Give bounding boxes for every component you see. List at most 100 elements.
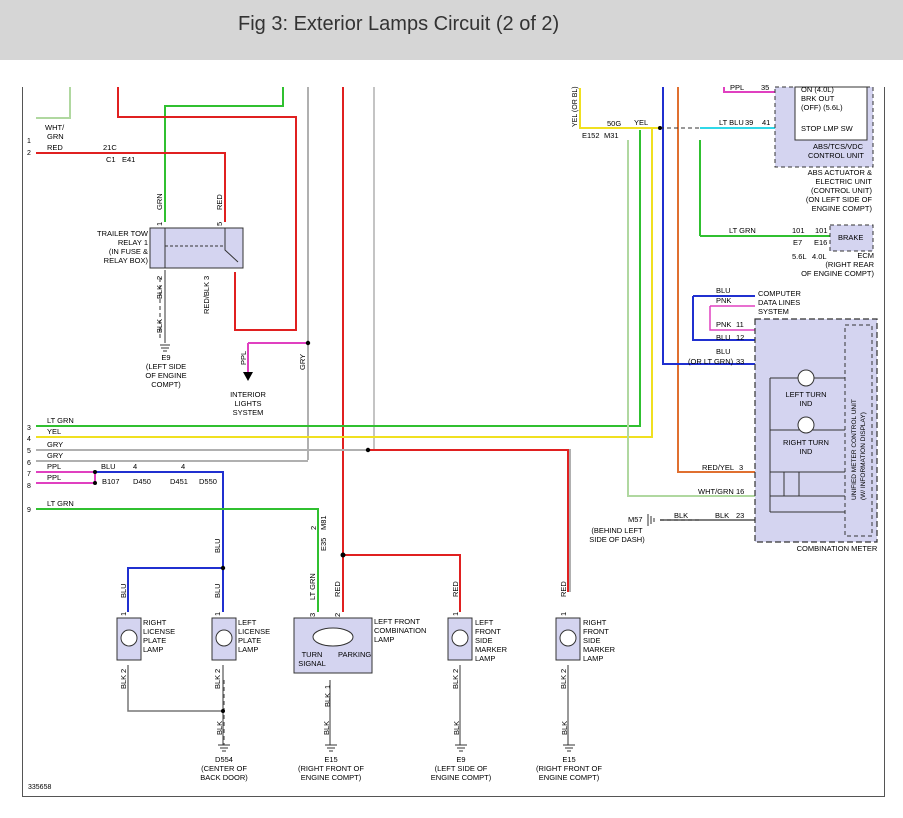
label-lamps-lfc: LAMP [374,635,394,644]
label-ecm-label: ECM [857,251,874,260]
label-grounds-d554: BACK DOOR) [200,773,248,782]
lamp-bulbs [120,627,577,647]
label-connectors-e35: E35 [319,538,328,551]
label-data_lines-blu: BLU [716,286,731,295]
label-data_lines-pnk2: PNK [716,320,731,329]
label-connectors-pin2: 2 [309,526,318,530]
label-data_lines-pin33: 33 [736,357,744,366]
label-trailer_relay-c1_pin: 21C [103,143,117,152]
label-connectors-pin50g: 50G [607,119,621,128]
label-interior-label: LIGHTS [234,399,261,408]
label-ecm-label: OF ENGINE COMPT) [801,269,874,278]
label-data_lines-label: DATA LINES [758,298,800,307]
label-lamps-red: RED [559,581,568,597]
label-lamps-turn: TURN [302,650,323,659]
label-data_lines-blu2: BLU [716,333,731,342]
label-connectors-m81: M81 [319,515,328,530]
label-lamps-blu: BLU [213,538,222,553]
left-pin-number: 7 [27,471,31,478]
label-ecm-pin101b: 101 [815,226,828,235]
label-lamps-parking: PARKING [338,650,371,659]
wire-blk-rlp [127,665,223,712]
label-lamps-lfsm: LEFT [475,618,494,627]
label-grounds-e15a: ENGINE COMPT) [301,773,362,782]
label-grounds-e9: E9 [456,755,465,764]
label-abs_unit-pin39: 39 [745,118,753,127]
wire-gry-5 [36,449,571,592]
label-interior-wire_ppl: PPL [239,351,248,365]
label-trailer_relay-wire_grn: GRN [155,193,164,210]
label-lamps-rfsm: SIDE [583,636,601,645]
label-grounds-d554: (CENTER OF [201,764,247,773]
label-data_lines-pnk: PNK [716,296,731,305]
label-trailer_relay-wire_red: RED [215,194,224,210]
label-grounds-d554: D554 [215,755,233,764]
wire-lightgreen-right [627,140,755,497]
label-grounds-e15b: E15 [562,755,575,764]
label-meter-whtgrn: WHT/GRN [698,487,734,496]
label-abs_unit-label1: ABS/TCS/VDC [813,142,864,151]
label-abs_unit-desc: ENGINE COMPT) [812,204,873,213]
label-grounds-blk: BLK [560,721,569,735]
label-abs_unit-desc: ABS ACTUATOR & [808,168,872,177]
label-lamps-rfsm: MARKER [583,645,616,654]
label-connectors-blu: BLU [101,462,116,471]
label-meter-pin23: 23 [736,511,744,520]
label-lamps-rlp: PLATE [143,636,166,645]
label-data_lines-blu3: BLU [716,347,731,356]
label-lamps-pin2: 2 [333,613,342,617]
label-lamps-llp: LEFT [238,618,257,627]
wires [36,87,830,745]
dashed-lines [159,127,700,745]
wire-pnk-data [709,305,755,331]
label-interior-label: INTERIOR [230,390,266,399]
label-lamps-lfc: COMBINATION [374,626,426,635]
label-meter-unit_label: UNIFIED METER CONTROL UNIT [851,399,858,500]
label-data_lines-orltgrn: (OR LT GRN) [688,357,734,366]
left-pin-number: 6 [27,460,31,467]
wire-blu-data [692,295,755,341]
left-pin-number: 2 [27,150,31,157]
wire-ppl-8 [36,472,96,484]
label-grounds-e15b: (RIGHT FRONT OF [536,764,602,773]
label-trailer_relay-ground: (LEFT SIDE [146,362,186,371]
label-meter-redyel: RED/YEL [702,463,734,472]
label-left_wires-w2: RED [47,143,63,152]
label-lamps-blu: BLU [119,583,128,598]
label-ecm-v40: 4.0L [812,252,827,261]
label-grounds-blk: BLK [452,721,461,735]
label-lamps-blk: BLK [213,675,222,689]
label-lamps-blk: BLK [119,675,128,689]
label-trailer_relay-ground: COMPT) [151,380,181,389]
label-left_wires-w5: GRY [47,440,63,449]
left-pin-number: 8 [27,483,31,490]
label-connectors-d450: D450 [133,477,151,486]
label-meter-left_turn: IND [800,399,814,408]
label-lamps-pin2: 2 [559,669,568,673]
label-abs_unit-stop: STOP LMP SW [801,124,854,133]
diagram-frame [22,87,885,797]
figure-title: Fig 3: Exterior Lamps Circuit (2 of 2) [238,13,560,35]
label-lamps-pin1: 1 [323,685,332,689]
left-pin-number: 1 [27,138,31,145]
label-lamps-pin2: 2 [451,669,460,673]
label-lamps-pin2: 2 [213,669,222,673]
label-lamps-llp: PLATE [238,636,261,645]
label-connectors-d451: D451 [170,477,188,486]
wire-lightgreen-top [36,87,71,119]
label-trailer_relay-c1: C1 [106,155,116,164]
label-interior-label: SYSTEM [233,408,264,417]
wire-red-lfc [343,554,461,612]
label-trailer_relay-pin5: 5 [215,222,224,226]
label-trailer_relay-label: RELAY 1 [118,238,148,247]
label-abs_unit-pin41: 41 [762,118,770,127]
left-pin-number: 5 [27,448,31,455]
label-abs_unit-label2: CONTROL UNIT [808,151,864,160]
label-abs_unit-brk: BRK OUT [801,94,835,103]
label-trailer_relay-pin3: 3 [202,276,211,280]
label-lamps-red: RED [333,581,342,597]
label-meter-right_turn: IND [800,447,814,456]
label-lamps-ltgrn: LT GRN [308,573,317,600]
